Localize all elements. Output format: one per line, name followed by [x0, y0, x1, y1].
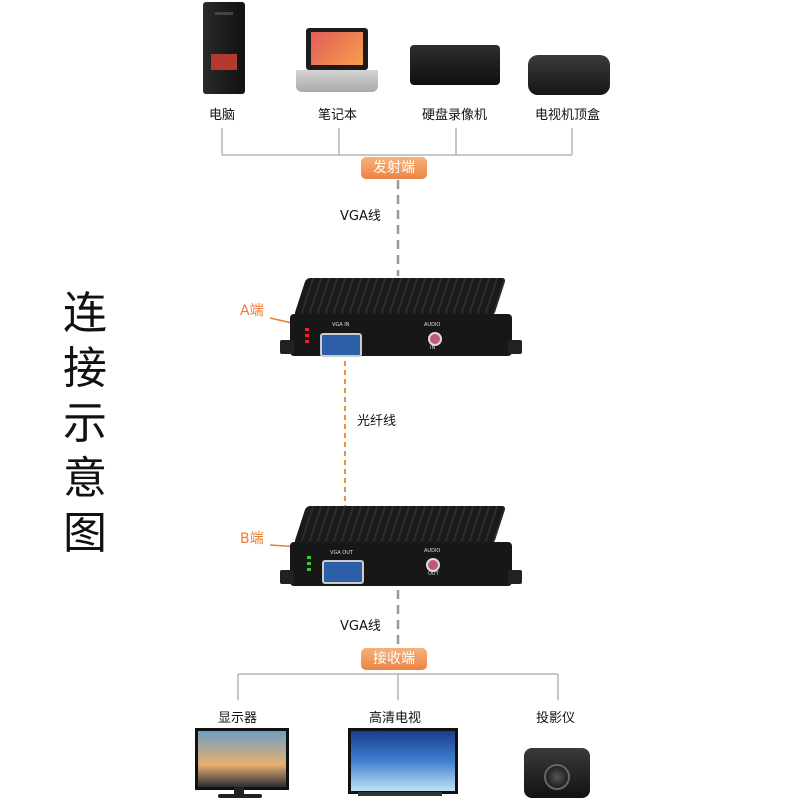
fiber-label: 光纤线: [357, 414, 397, 429]
vga-out-label: VGA OUT: [330, 550, 353, 556]
cable-label-bottom: VGA线: [340, 619, 381, 634]
end-a-label: A端: [240, 303, 264, 319]
transmitter-badge: 发射端: [361, 157, 427, 179]
led-indicators-a: [305, 328, 309, 344]
receiver-badge: 接收端: [361, 648, 427, 670]
audio-in-jack: [428, 332, 442, 346]
audio-in-sub: IN: [430, 345, 436, 351]
audio-out-sub: OUT: [428, 571, 439, 577]
cable-label-top: VGA线: [340, 209, 381, 224]
desktop-pc-image: [203, 2, 245, 94]
audio-out-jack: [426, 558, 440, 572]
source-label-pc: 电脑: [209, 108, 236, 123]
projector-image: [524, 748, 590, 798]
transmitter-device: [293, 278, 507, 316]
tv-image: [348, 728, 458, 794]
vga-in-port: [320, 333, 362, 357]
vga-out-port: [322, 560, 364, 584]
receiver-device: [293, 506, 507, 544]
led-indicators-b: [307, 556, 311, 572]
source-label-stb: 电视机顶盒: [535, 108, 601, 123]
set-top-box-image: [528, 55, 610, 95]
audio-out-label: AUDIO: [424, 548, 441, 554]
vga-in-label: VGA IN: [332, 322, 350, 328]
diagram-title: 连接示意图: [63, 288, 107, 559]
end-b-label: B端: [240, 531, 264, 547]
display-label-tv: 高清电视: [369, 711, 422, 726]
laptop-image: [306, 28, 368, 70]
source-label-laptop: 笔记本: [318, 108, 358, 123]
source-label-dvr: 硬盘录像机: [422, 108, 488, 123]
display-label-projector: 投影仪: [536, 711, 576, 726]
display-label-monitor: 显示器: [218, 711, 258, 726]
monitor-image: [195, 728, 289, 790]
audio-in-label: AUDIO: [424, 322, 441, 328]
dvr-image: [410, 45, 500, 85]
